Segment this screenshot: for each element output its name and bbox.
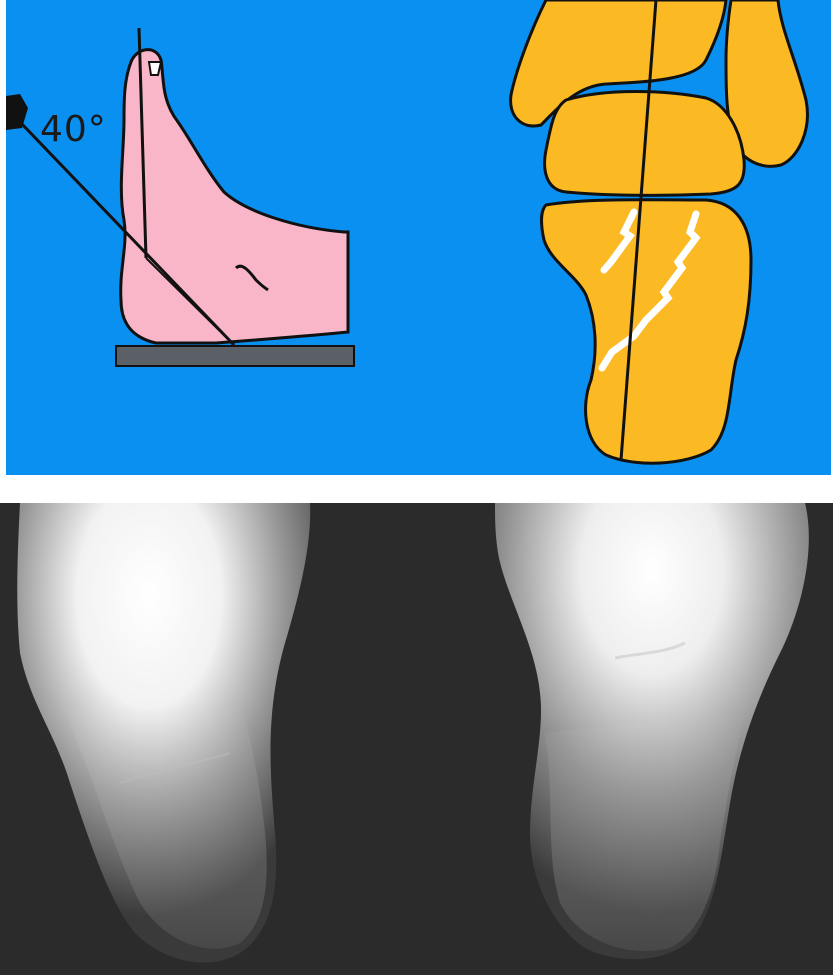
foot-lateral-silhouette [121, 50, 348, 343]
xray-svg [0, 503, 833, 975]
bone-calcaneus [542, 200, 751, 463]
angle-label: 40° [40, 112, 107, 148]
detector-plate [116, 346, 354, 366]
diagram-svg [6, 0, 831, 475]
diagram-panel: 40° [6, 0, 831, 475]
right-heel-shading [545, 713, 745, 951]
x-ray-source-icon [6, 94, 28, 130]
toenail-mark [149, 62, 161, 75]
calcaneus-axial-diagram [511, 0, 808, 463]
xray-panel [0, 503, 833, 975]
